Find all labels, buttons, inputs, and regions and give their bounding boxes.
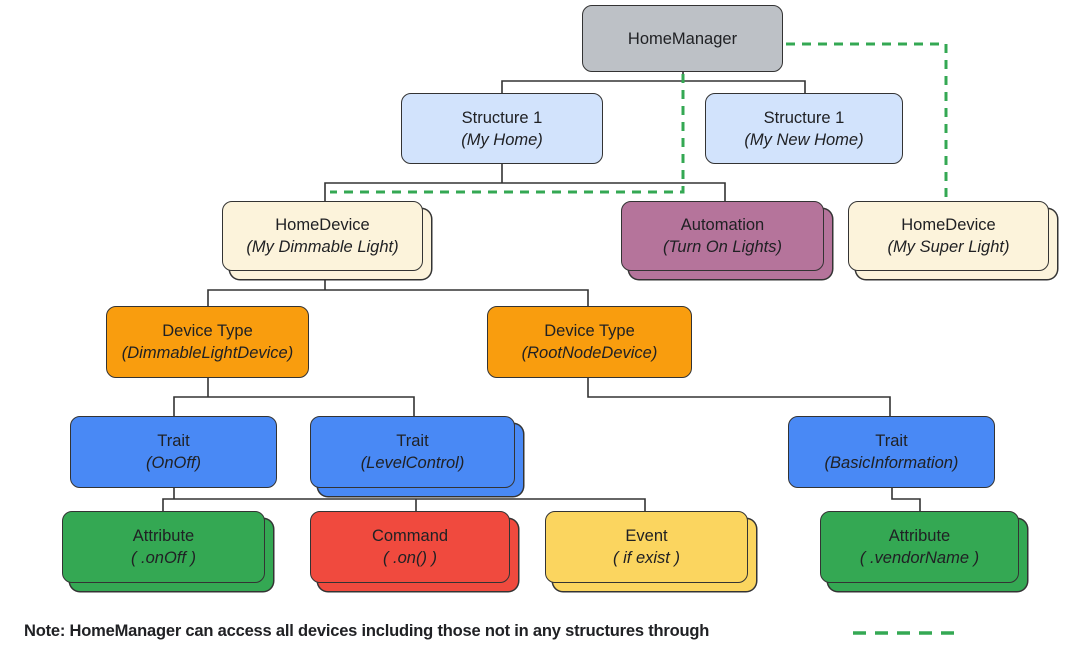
node-title: Event <box>625 527 668 545</box>
node-title: Trait <box>875 432 908 450</box>
node-title: Device Type <box>162 322 253 340</box>
node-title: Automation <box>680 216 765 234</box>
connector-devicetype2-trait <box>587 372 891 425</box>
node-devicetype-dimmablelight: Device Type (DimmableLightDevice) <box>106 306 309 378</box>
node-title: Structure 1 <box>763 108 845 127</box>
node-title: Attribute <box>132 527 195 545</box>
connector-trait3-attribute <box>891 482 921 520</box>
footnote: Note: HomeManager can access all devices… <box>24 622 710 640</box>
node-attribute-vendorname: Attribute ( .vendorName ) <box>820 511 1019 583</box>
node-subtitle: (My Dimmable Light) <box>246 238 399 256</box>
dashed-connector-homemanager-superlight <box>786 42 948 205</box>
node-title: HomeDevice <box>275 216 370 234</box>
node-title: Device Type <box>544 322 635 340</box>
node-title: Attribute <box>888 527 951 545</box>
node-subtitle: (OnOff) <box>145 454 201 472</box>
node-title: Structure 1 <box>461 108 543 127</box>
node-subtitle: ( .vendorName ) <box>859 549 980 567</box>
node-subtitle: (My Super Light) <box>887 238 1010 256</box>
node-homedevice-dimmable-light: HomeDevice (My Dimmable Light) <box>222 201 423 271</box>
node-subtitle: ( if exist ) <box>613 549 680 567</box>
node-trait-basicinformation: Trait (BasicInformation) <box>788 416 995 488</box>
node-trait-onoff: Trait (OnOff) <box>70 416 277 488</box>
node-automation: Automation (Turn On Lights) <box>621 201 824 271</box>
node-subtitle: (Turn On Lights) <box>663 238 782 256</box>
node-subtitle: (RootNodeDevice) <box>521 344 658 362</box>
node-attribute-onoff: Attribute ( .onOff ) <box>62 511 265 583</box>
node-subtitle: ( .onOff ) <box>130 549 197 567</box>
node-title: Command <box>371 527 449 545</box>
node-title: HomeManager <box>627 29 738 48</box>
node-trait-levelcontrol: Trait (LevelControl) <box>310 416 515 488</box>
node-subtitle: (My Home) <box>461 130 543 149</box>
node-command-on: Command ( .on() ) <box>310 511 510 583</box>
node-title: Trait <box>396 432 429 450</box>
node-homemanager: HomeManager <box>582 5 783 72</box>
node-devicetype-rootnode: Device Type (RootNodeDevice) <box>487 306 692 378</box>
node-event-if-exist: Event ( if exist ) <box>545 511 748 583</box>
node-homedevice-super-light: HomeDevice (My Super Light) <box>848 201 1049 271</box>
node-structure-my-home: Structure 1 (My Home) <box>401 93 603 164</box>
node-title: HomeDevice <box>901 216 996 234</box>
node-subtitle: ( .on() ) <box>382 549 438 567</box>
node-structure-my-new-home: Structure 1 (My New Home) <box>705 93 903 164</box>
node-subtitle: (BasicInformation) <box>824 454 959 472</box>
dashed-connector-homemanager-dimmable <box>330 74 685 194</box>
node-subtitle: (DimmableLightDevice) <box>121 344 294 362</box>
node-subtitle: (LevelControl) <box>360 454 465 472</box>
node-title: Trait <box>157 432 190 450</box>
node-subtitle: (My New Home) <box>744 130 864 149</box>
